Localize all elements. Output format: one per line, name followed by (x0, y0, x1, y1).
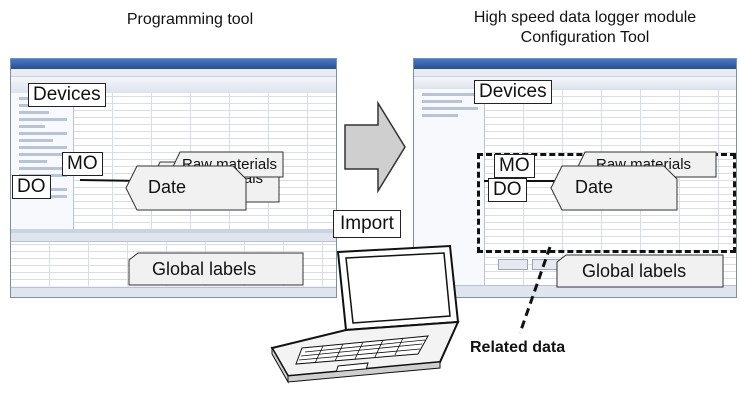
related-data-label: Related data (470, 339, 566, 356)
mo-label: MO (494, 154, 535, 178)
menu-bar (11, 69, 336, 77)
do-label: DO (488, 178, 527, 202)
import-label: Import (333, 210, 401, 238)
global-labels-label: Global labels (152, 259, 257, 279)
transfer-arrow (344, 100, 406, 194)
date-tag (550, 165, 678, 211)
config-tool-heading-line1: High speed data logger module (473, 9, 697, 26)
global-labels-label: Global labels (582, 261, 687, 281)
config-tool-heading-line2: Configuration Tool (520, 29, 650, 46)
status-bar (11, 287, 336, 297)
dialog-button[interactable] (498, 259, 528, 270)
laptop-icon (270, 244, 460, 384)
date-label: Date (575, 177, 614, 197)
mo-label: MO (62, 152, 103, 176)
devices-label: Devices (474, 80, 552, 104)
title-bar (414, 59, 736, 69)
devices-label: Devices (28, 83, 106, 107)
global-labels-tag (556, 254, 724, 288)
global-labels-tag (128, 252, 304, 286)
output-header (11, 233, 336, 242)
related-data-leader (518, 246, 552, 334)
date-tag (125, 165, 247, 211)
label-grid (74, 93, 336, 229)
date-label: Date (148, 177, 187, 197)
menu-bar (414, 69, 736, 77)
programming-tool-heading: Programming tool (126, 11, 254, 28)
title-bar (11, 59, 336, 69)
do-label: DO (12, 175, 51, 199)
